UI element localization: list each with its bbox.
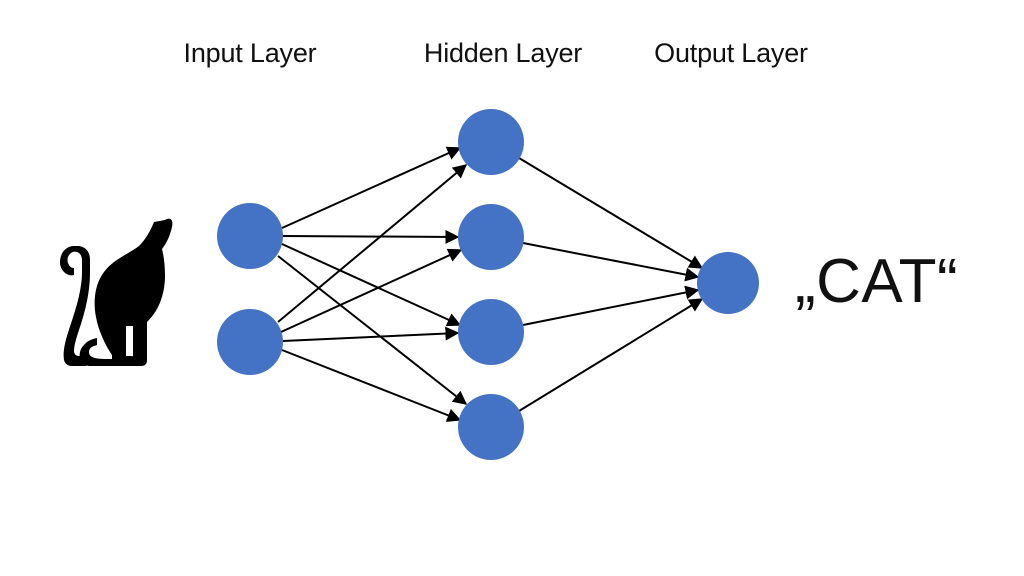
edge-h4-o1: [518, 298, 704, 412]
edge-h1-o1: [518, 157, 704, 269]
node-output-1[interactable]: [697, 252, 759, 314]
node-input-2[interactable]: [217, 309, 283, 375]
hidden-layer-label: Hidden Layer: [423, 38, 583, 68]
cat-silhouette: [38, 218, 188, 373]
edge-i1-h3: [281, 243, 462, 327]
output-layer-label: Output Layer: [654, 38, 808, 68]
node-hidden-4[interactable]: [458, 394, 524, 460]
edge-i2-h2: [280, 248, 463, 333]
edge-i2-h4: [281, 349, 462, 422]
cat-silhouette-icon: [60, 218, 173, 366]
node-hidden-1[interactable]: [458, 109, 524, 175]
input-layer-nodes: [217, 203, 283, 375]
edges-hidden-to-output: [518, 157, 704, 412]
node-hidden-2[interactable]: [458, 204, 524, 270]
edge-h2-o1: [522, 242, 700, 282]
edge-i2-h3: [282, 326, 460, 342]
hidden-layer-nodes: [458, 109, 524, 460]
node-input-1[interactable]: [217, 203, 283, 269]
edge-i2-h1: [277, 164, 468, 323]
prediction-text: „CAT“: [795, 247, 959, 316]
input-layer-label: Input Layer: [183, 38, 317, 68]
edge-h3-o1: [522, 285, 700, 326]
edges-input-to-hidden: [277, 146, 468, 422]
edge-i1-h2: [282, 229, 460, 244]
node-hidden-3[interactable]: [458, 299, 524, 365]
edge-i1-h1: [281, 146, 462, 229]
edge-i1-h4: [277, 255, 468, 405]
output-layer-nodes: [697, 252, 759, 314]
